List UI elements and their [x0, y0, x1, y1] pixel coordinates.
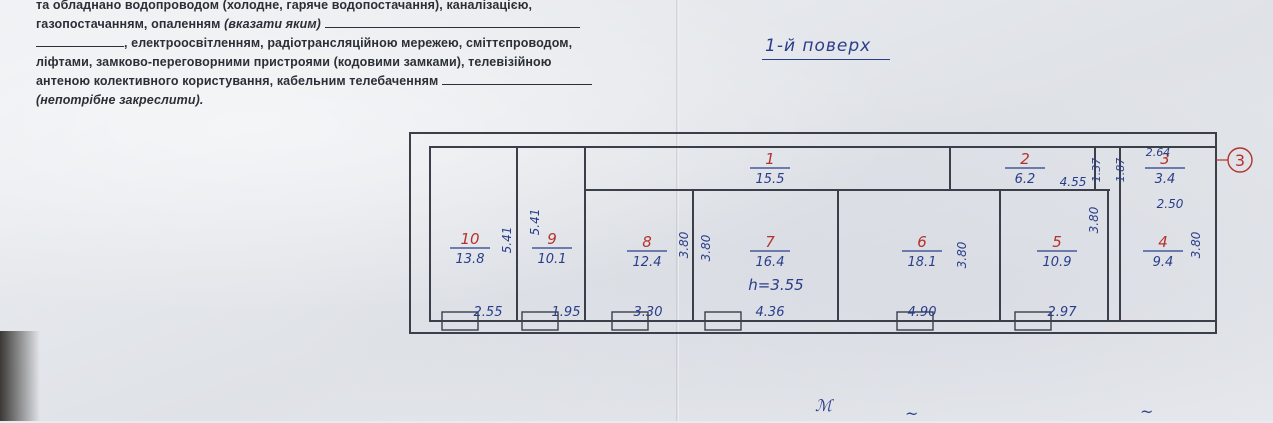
room-number: 10 — [460, 230, 479, 248]
bathroom-block — [1119, 146, 1217, 322]
table-edge — [0, 331, 40, 421]
room-number: 6 — [917, 233, 927, 251]
header-paragraph: та обладнано водопроводом (холодне, гаря… — [36, 0, 636, 110]
header-line-6: (непотрібне закреслити). — [36, 93, 204, 107]
dimension-depth: 3.80 — [1087, 206, 1101, 233]
apartment-marker-label: 3 — [1235, 151, 1245, 170]
dimension-other: 2.64 — [1146, 146, 1171, 159]
room-number: 8 — [642, 233, 652, 251]
room-area: 12.4 — [633, 255, 662, 270]
signature-mark: ~ — [905, 404, 919, 423]
dimension-width: 3.30 — [634, 305, 663, 320]
dimension-depth: 5.41 — [500, 227, 514, 254]
dimension-width: 4.36 — [756, 305, 785, 320]
dimension-depth: 3.80 — [699, 234, 713, 261]
dimension-width: 2.97 — [1048, 305, 1078, 320]
room-number: 2 — [1020, 150, 1030, 168]
room-number: 3 — [1160, 150, 1170, 168]
room-area: 18.1 — [908, 255, 937, 270]
room-number: 4 — [1158, 233, 1168, 251]
room-number: 5 — [1052, 233, 1062, 251]
dimension-depth: 3.80 — [1189, 231, 1203, 258]
room-area: 6.2 — [1015, 172, 1036, 187]
dimension-depth: 3.80 — [677, 231, 691, 258]
dimension-other: 1.87 — [1114, 158, 1127, 183]
room-number: 7 — [765, 233, 775, 251]
room-area: 15.5 — [756, 172, 785, 187]
dimension-other: 4.55 — [1060, 175, 1087, 189]
paper-fold — [676, 0, 679, 421]
room-area: 9.4 — [1153, 255, 1174, 270]
dimension-width: 1.95 — [552, 305, 581, 320]
dimension-depth: 5.41 — [528, 209, 542, 236]
room-area: 3.4 — [1155, 172, 1176, 187]
floor-title: 1-й поверх — [765, 36, 872, 56]
header-line-3: , електроосвітленням, радіотрансляційною… — [36, 34, 636, 53]
room-number: 9 — [547, 230, 557, 248]
hint-specify: (вказати яким) — [224, 17, 321, 31]
dimension-other: 2.50 — [1157, 197, 1184, 211]
blank-line — [441, 72, 592, 85]
blank-line — [36, 34, 124, 47]
dimension-width: 2.55 — [474, 305, 503, 320]
room-area: 10.9 — [1043, 255, 1072, 270]
room-number: 1 — [765, 150, 775, 168]
header-line-4: ліфтами, замково-переговорними пристроям… — [36, 55, 552, 69]
blank-line — [324, 15, 580, 28]
dimension-depth: 3.80 — [955, 241, 969, 268]
header-line-5: антеною колективного користування, кабел… — [36, 72, 636, 91]
room-area: 13.8 — [456, 252, 485, 267]
plan-labels: 1 15.5 2 6.2 3 3.4 4 9.4 5 10.9 6 18.1 7 16.4 8 12.4 9 10… — [450, 146, 1203, 320]
floor-title-underline — [762, 59, 890, 60]
room-area: 10.1 — [538, 252, 567, 267]
ceiling-height: h=3.55 — [748, 276, 803, 294]
room-area: 16.4 — [756, 255, 785, 270]
signature-mark: ~ — [1140, 402, 1154, 421]
apartment-marker: 3 — [1216, 147, 1253, 173]
dimension-width: 4.90 — [908, 305, 937, 320]
plan-walls — [409, 132, 1217, 334]
header-line-2: газопостачанням, опаленням (вказати яким… — [36, 15, 636, 34]
plan-windows — [441, 311, 1052, 331]
header-line-1: та обладнано водопроводом (холодне, гаря… — [36, 0, 533, 12]
dimension-other: 1.37 — [1090, 158, 1103, 183]
signature-mark: ℳ — [815, 396, 833, 415]
